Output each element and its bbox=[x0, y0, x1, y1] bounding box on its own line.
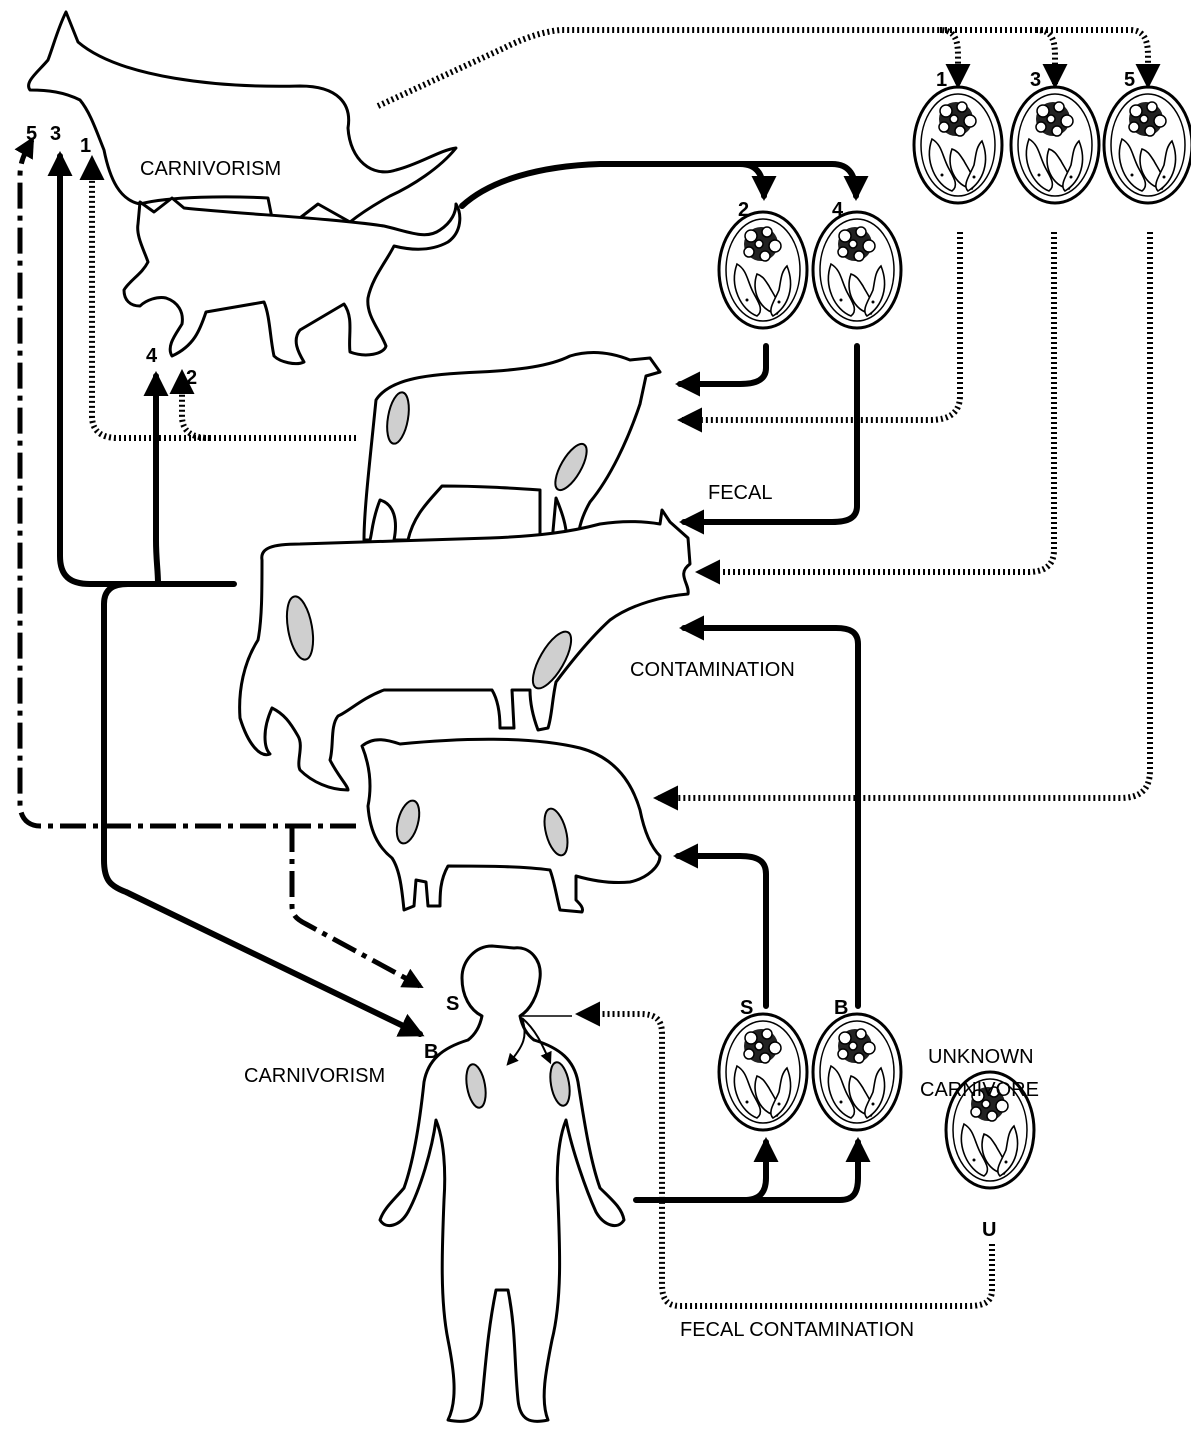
cat-silhouette bbox=[124, 198, 460, 364]
num-dog-3: 3 bbox=[50, 123, 61, 145]
label-carnivorism-top: CARNIVORISM bbox=[140, 158, 281, 180]
label-contamination: CONTAMINATION bbox=[630, 659, 795, 681]
arrow-egg-b-to-cow bbox=[684, 628, 858, 1006]
arrow-egg-2-to-sheep bbox=[680, 346, 766, 384]
egg-s bbox=[719, 1014, 807, 1130]
num-human-b: B bbox=[424, 1041, 438, 1063]
egg-3 bbox=[1011, 87, 1099, 203]
num-egg-b: B bbox=[834, 997, 848, 1019]
num-cat-4: 4 bbox=[146, 345, 158, 367]
arrow-cat-to-egg-2 bbox=[462, 164, 764, 206]
num-egg-4: 4 bbox=[832, 199, 844, 221]
num-egg-s: S bbox=[740, 997, 753, 1019]
num-cat-2: 2 bbox=[186, 367, 197, 389]
num-egg-u: U bbox=[982, 1219, 996, 1241]
label-unknown: UNKNOWN bbox=[928, 1046, 1034, 1068]
num-egg-3: 3 bbox=[1030, 69, 1041, 91]
num-dog-5: 5 bbox=[26, 123, 37, 145]
egg-5 bbox=[1104, 87, 1191, 203]
arrow-human-to-egg-s bbox=[636, 1142, 766, 1200]
arrow-egg-s-to-pig bbox=[678, 856, 766, 1006]
label-fecal-contamination: FECAL CONTAMINATION bbox=[680, 1319, 914, 1341]
num-egg-2: 2 bbox=[738, 199, 749, 221]
arrow-to-cat-4 bbox=[156, 376, 158, 584]
arrow-dog-to-egg-1 bbox=[378, 30, 958, 106]
human-silhouette bbox=[380, 946, 624, 1421]
egg-b bbox=[813, 1014, 901, 1130]
arrow-egg-5-to-pig bbox=[658, 232, 1150, 798]
egg-1 bbox=[914, 87, 1002, 203]
label-carnivore: CARNIVORE bbox=[920, 1079, 1039, 1101]
label-fecal: FECAL bbox=[708, 482, 772, 504]
label-carnivorism-bottom: CARNIVORISM bbox=[244, 1065, 385, 1087]
egg-2 bbox=[719, 212, 807, 328]
egg-4 bbox=[813, 212, 901, 328]
num-egg-5: 5 bbox=[1124, 69, 1135, 91]
num-human-s: S bbox=[446, 993, 459, 1015]
num-egg-1: 1 bbox=[936, 69, 947, 91]
sheep-silhouette bbox=[364, 353, 660, 542]
num-dog-1: 1 bbox=[80, 135, 91, 157]
